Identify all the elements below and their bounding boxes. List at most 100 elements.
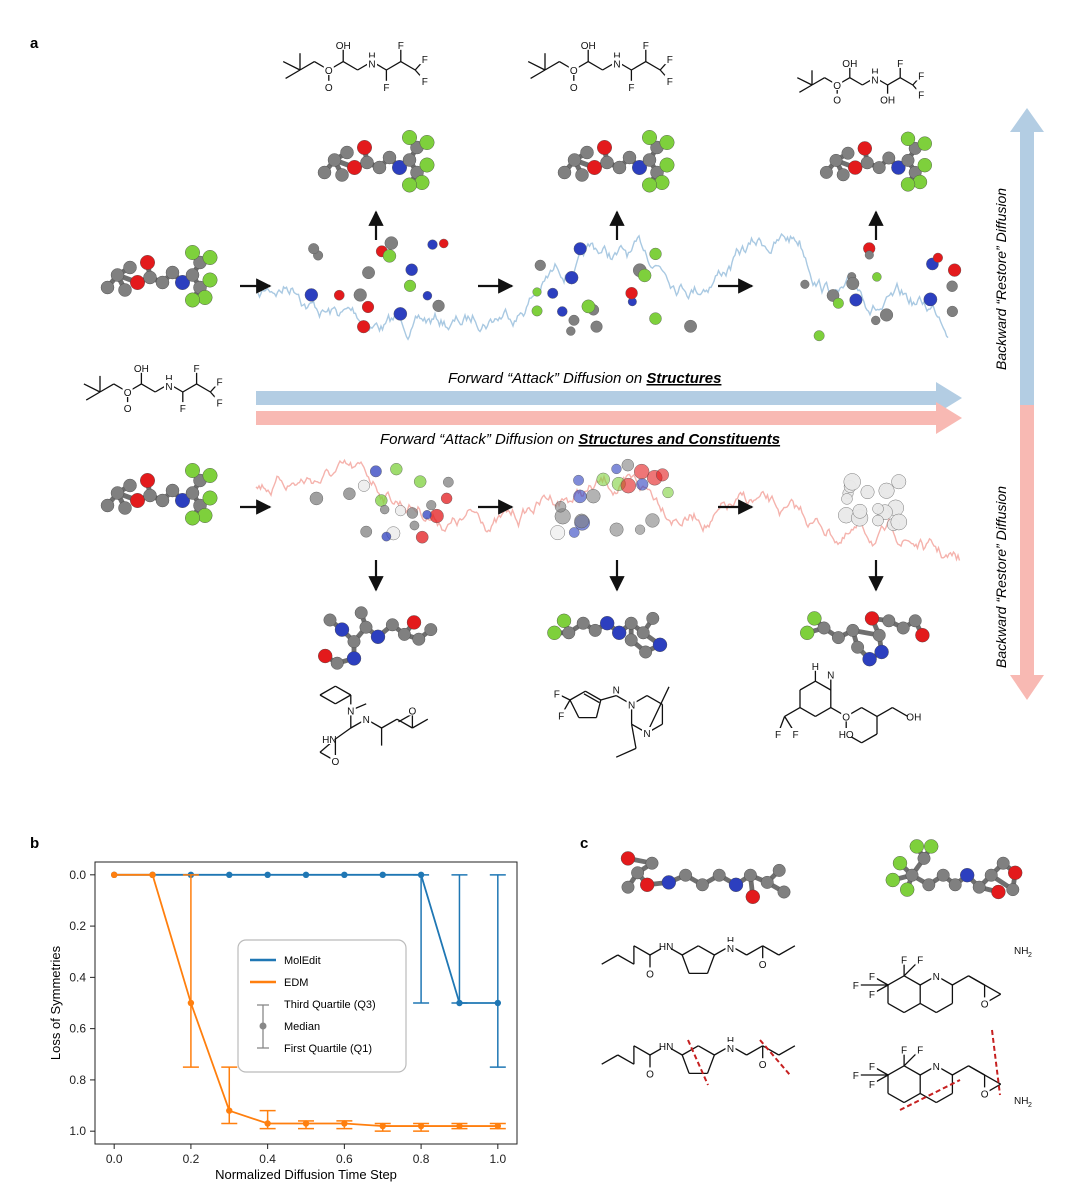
atom [841,493,853,505]
atom [110,486,125,500]
label-backdrop [419,53,430,65]
atom [890,513,908,531]
moledit-point [379,871,386,879]
atom [846,277,860,290]
x-tick-label: 0.8 [413,1152,430,1166]
atom [327,153,342,167]
label-backdrop [908,710,919,722]
skeletal-bond [631,61,647,71]
atom [991,884,1006,900]
skeletal-bond [530,69,546,79]
skeletal-bond [544,61,560,71]
atom-label: O [124,388,132,399]
skeletal-bond [697,1045,715,1056]
atom [645,513,660,528]
atom [960,868,975,883]
skeletal-bond [746,1045,764,1056]
atom [612,160,627,175]
atom [573,242,587,256]
atom [554,501,567,513]
atom [862,652,877,667]
atom-label: OH [134,364,149,375]
skeletal-bond [381,718,398,729]
noisy-atoms [838,473,908,531]
atom [872,272,882,282]
label-backdrop [832,93,843,105]
skeletal-bond [85,391,101,401]
nh2-label: NH [1014,1096,1028,1107]
atom [882,614,896,628]
atom [624,633,638,647]
atom [362,266,375,280]
atom [155,493,170,508]
label-backdrop [583,38,594,50]
atom [874,644,889,660]
atom [946,280,958,292]
atom [829,153,843,167]
label-backdrop [664,74,675,86]
atom [634,463,650,480]
label-backdrop [214,396,225,408]
skeletal-bond [335,694,352,705]
atom [413,475,427,488]
atom-label: HN [659,942,673,953]
x-tick-label: 1.0 [489,1152,506,1166]
legend-q3: Third Quartile (Q3) [284,999,376,1011]
edm-point [149,871,156,879]
atom-label: N [628,700,635,711]
skeletal-bond [617,954,635,965]
x-tick-label: 0.0 [106,1152,123,1166]
label-backdrop [338,38,349,50]
skeletal-bond [887,1002,905,1014]
skeletal-bond [778,1045,796,1056]
label-backdrop [832,79,843,90]
label-backdrop [661,1039,672,1051]
atom [580,145,594,160]
y-tick-label: 0.4 [69,970,86,984]
label-backdrop [645,1067,655,1079]
moledit-point [226,871,233,879]
skeletal-bond [681,945,699,956]
atom-label: N [643,729,650,740]
skeletal-bond [968,1065,1002,1085]
label-backdrop [899,953,910,965]
atom [185,463,200,478]
label-backdrop [931,969,942,981]
atom [547,287,559,299]
atom [384,236,399,250]
atom [118,501,132,515]
atom [777,885,791,899]
atom-label: F [853,1071,859,1082]
label-backdrop [841,728,852,739]
atom [631,866,645,880]
atom [596,472,610,487]
atom [621,880,635,894]
skeletal-bond [903,975,921,986]
atom [948,878,962,892]
skeletal-bond [600,694,617,701]
atom [143,270,157,285]
atom [309,491,324,506]
y-axis-label: Loss of Symmetries [48,945,63,1060]
skeletal-bond [861,733,878,744]
label-backdrop [419,74,430,86]
atom [832,297,844,309]
atom-label: F [917,956,923,967]
edm-point [417,1122,425,1130]
input-molecule-ball-stick [100,463,218,526]
label-backdrop [556,709,567,721]
atom [402,153,417,167]
skeletal-bond [799,84,813,93]
atom [357,320,371,334]
skeletal-bond [633,945,651,956]
x-axis-label: Normalized Diffusion Time Step [215,1167,397,1182]
atom [427,239,438,250]
atom [813,330,825,342]
skeletal-bond [319,685,336,696]
atom [118,283,132,297]
skeletal-bond [601,954,619,965]
atom-label: O [332,757,340,768]
